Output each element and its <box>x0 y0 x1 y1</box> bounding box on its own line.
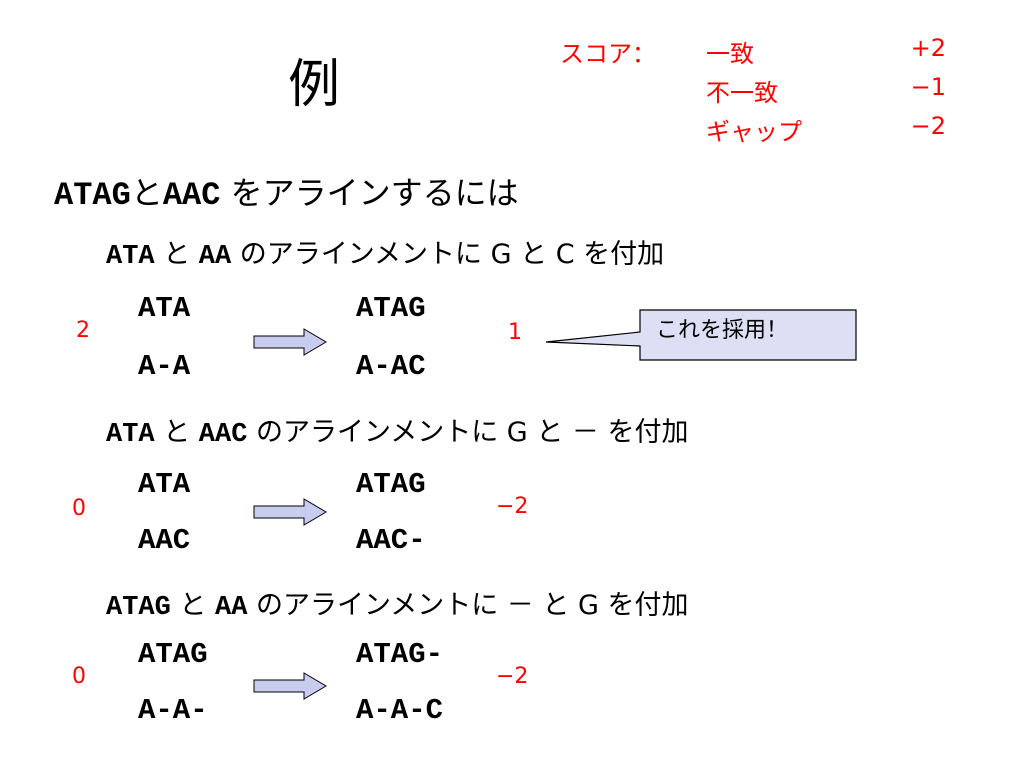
headline-conj: と <box>130 174 163 212</box>
case3-right-score: −2 <box>496 664 529 689</box>
case1-before-top: ATA <box>138 292 191 325</box>
case2-end: を付加 <box>607 417 689 448</box>
case1-left-score: 2 <box>76 318 90 343</box>
case3-end: を付加 <box>607 590 689 621</box>
case3-conj2: と <box>542 590 570 621</box>
case3-arrow-icon <box>253 672 327 700</box>
case1-heading: ATA と AA のアラインメントに G と C を付加 <box>106 232 664 272</box>
case1-add-b: C <box>555 239 575 270</box>
case2-heading: ATA と AAC のアラインメントに G と － を付加 <box>106 410 689 450</box>
case3-before-bottom: A-A- <box>138 694 208 727</box>
headline-rest: をアラインするには <box>230 174 519 212</box>
case1-before-bottom: A-A <box>138 350 191 383</box>
case3-conj1: と <box>179 590 207 621</box>
case3-mid: のアラインメントに <box>256 590 499 621</box>
case2-after-bottom: AAC- <box>356 524 426 557</box>
scoring-mismatch-value: −1 <box>910 73 946 101</box>
case1-callout-text: これを採用！ <box>656 318 789 343</box>
case3-after-bottom: A-A-C <box>356 694 444 727</box>
case1-seq-a: ATA <box>106 242 155 272</box>
page-title: 例 <box>288 55 341 115</box>
case3-seq-b: AA <box>215 593 248 623</box>
case1-seq-b: AA <box>198 242 232 272</box>
case1-after-top: ATAG <box>356 292 426 325</box>
scoring-mismatch-label: 不一致 <box>706 79 778 107</box>
case3-after-top: ATAG- <box>356 638 444 671</box>
scoring-match-label: 一致 <box>706 40 754 68</box>
case2-before-top: ATA <box>138 468 191 501</box>
scoring-gap-value: −2 <box>910 112 946 140</box>
case2-mid: のアラインメントに <box>256 417 499 448</box>
case3-before-top: ATAG <box>138 638 208 671</box>
case1-arrow-icon <box>253 328 327 356</box>
case1-callout-bubble <box>545 309 857 361</box>
case2-seq-a: ATA <box>106 420 155 450</box>
case2-left-score: 0 <box>72 496 86 521</box>
scoring-label: スコア： <box>560 40 656 68</box>
case3-seq-a: ATAG <box>106 593 171 623</box>
case2-seq-b: AAC <box>198 420 248 450</box>
case2-add-b: － <box>571 417 599 448</box>
headline: ATAGとAAC をアラインするには <box>54 168 519 214</box>
case1-right-score: 1 <box>508 320 522 345</box>
headline-seq1: ATAG <box>54 177 131 214</box>
case1-mid: のアラインメントに <box>239 239 482 270</box>
scoring-match-value: +2 <box>910 34 946 62</box>
case3-add-b: G <box>577 590 599 621</box>
case2-right-score: −2 <box>496 494 529 519</box>
case3-add-a: － <box>506 590 534 621</box>
case2-arrow-icon <box>253 498 327 526</box>
case2-add-a: G <box>506 417 528 448</box>
case1-conj2: と <box>520 239 548 270</box>
case3-heading: ATAG と AA のアラインメントに － と G を付加 <box>106 583 689 623</box>
case1-end: を付加 <box>583 239 665 270</box>
headline-seq2: AAC <box>162 177 221 214</box>
scoring-gap-label: ギャップ <box>706 118 802 146</box>
case2-before-bottom: AAC <box>138 524 191 557</box>
case1-conj1: と <box>163 239 191 270</box>
case2-after-top: ATAG <box>356 468 426 501</box>
case1-after-bottom: A-AC <box>356 350 426 383</box>
case2-conj1: と <box>163 417 191 448</box>
case2-conj2: と <box>536 417 564 448</box>
case1-add-a: G <box>490 239 512 270</box>
case3-left-score: 0 <box>72 664 86 689</box>
